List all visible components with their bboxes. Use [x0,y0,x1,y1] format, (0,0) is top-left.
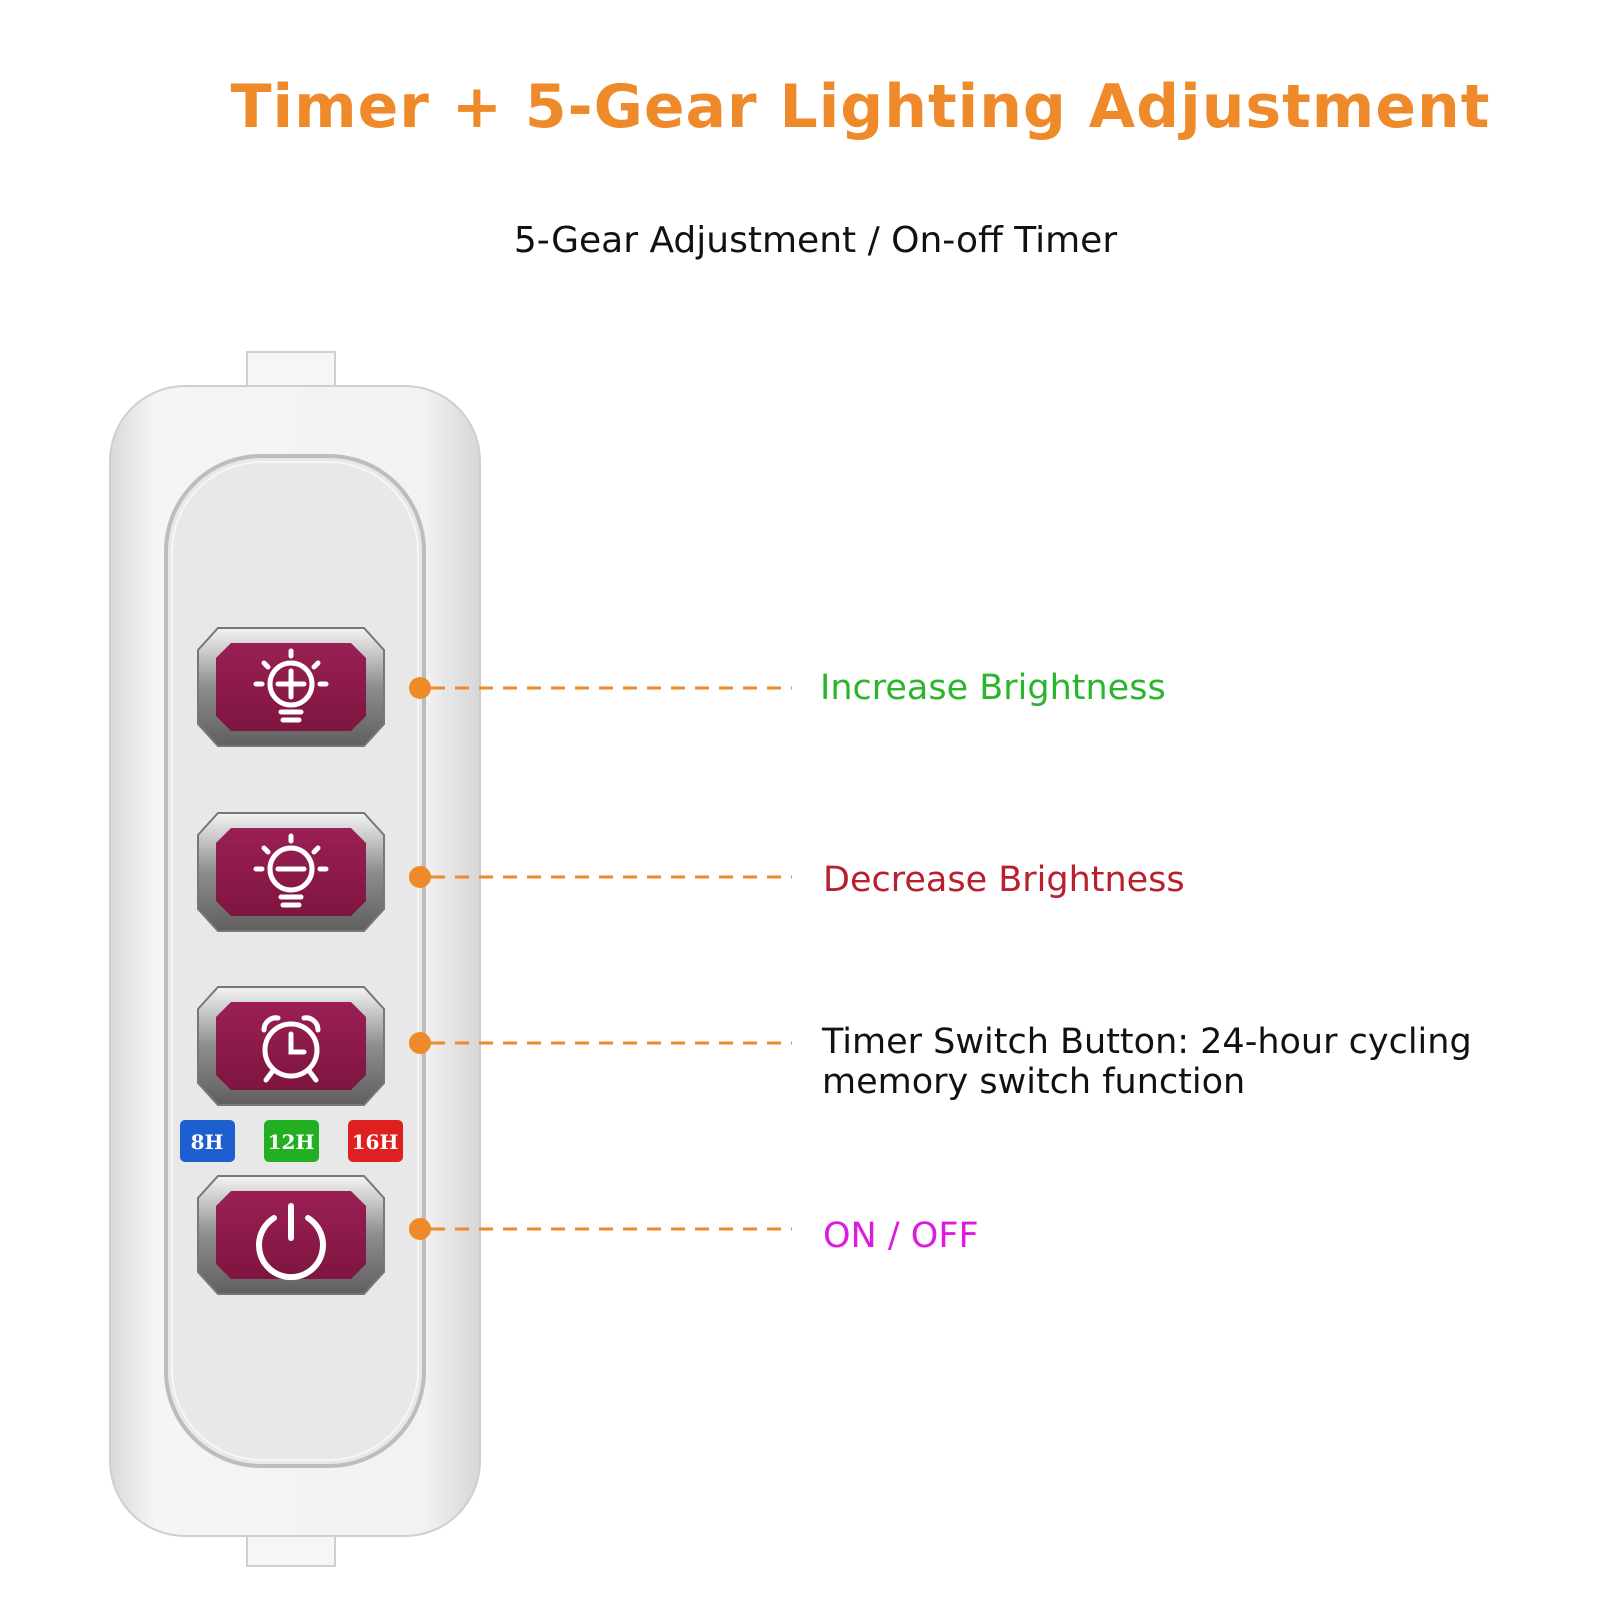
bulb-plus-icon [253,648,329,723]
timer-badge-16h: 16H [348,1120,403,1162]
increase-brightness-label: Increase Brightness [820,668,1166,708]
svg-text:12H: 12H [268,1130,315,1154]
alarm-clock-icon [261,1015,321,1083]
decrease-brightness-label: Decrease Brightness [823,860,1185,900]
page-subtitle: 5-Gear Adjustment / On-off Timer [513,220,1118,261]
callout-timer [409,1032,792,1054]
svg-text:8H: 8H [191,1130,224,1154]
power-icon [256,1203,326,1281]
callout-decrease [409,866,792,888]
power-button[interactable] [197,1175,385,1295]
bulb-minus-icon [253,833,329,908]
callout-power [409,1218,792,1240]
device-panel [164,454,426,1468]
decrease-brightness-button[interactable] [197,812,385,932]
page-title: Timer + 5-Gear Lighting Adjustment [230,72,1491,142]
timer-badge-8h: 8H [180,1120,235,1162]
timer-badge-12h: 12H [264,1120,319,1162]
timer-switch-label: Timer Switch Button: 24-hour cycling mem… [822,1022,1472,1102]
timer-switch-label-line2: memory switch function [822,1062,1246,1102]
on-off-label: ON / OFF [823,1216,979,1256]
timer-switch-button[interactable] [197,986,385,1106]
svg-text:16H: 16H [352,1130,399,1154]
increase-brightness-button[interactable] [197,627,385,747]
callout-increase [409,677,792,699]
timer-switch-label-line1: Timer Switch Button: 24-hour cycling [822,1022,1472,1062]
